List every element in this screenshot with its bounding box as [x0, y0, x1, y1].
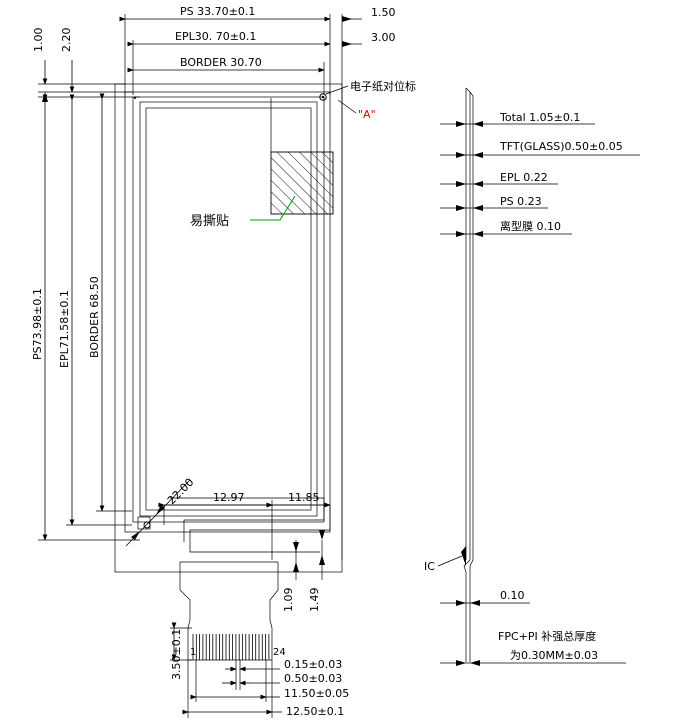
pin-width-label: 0.15±0.03 — [284, 658, 342, 671]
ps-right-margin-label: 1.50 — [371, 6, 396, 19]
side-stiffener-line1: FPC+PI 补强总厚度 — [498, 629, 596, 643]
fpc-width-label: 12.50±0.1 — [286, 705, 344, 718]
pin-pitch-label: 0.50±0.03 — [284, 672, 342, 685]
side-ic-label: IC — [424, 560, 435, 573]
epl-width-label: EPL30. 70±0.1 — [175, 30, 256, 43]
epl-right-margin-label: 3.00 — [371, 31, 396, 44]
detail-a-label: "A" — [358, 108, 376, 121]
border-height-label: BORDER 68.50 — [88, 276, 101, 358]
pin-first-label: 1 — [190, 647, 196, 658]
side-fpc-offset-label: 0.10 — [500, 589, 525, 602]
corner-diagonal-label: 22.00 — [165, 476, 196, 507]
connector-height-label: 3.50±0.1 — [170, 629, 183, 680]
side-stiffener-line2: 为0.30MM±0.03 — [510, 649, 598, 662]
ps-height-label: PS73.98±0.1 — [31, 288, 44, 360]
side-release-film-label: 离型膜 0.10 — [500, 219, 561, 233]
fpc-gap-2-label: 1.49 — [308, 588, 321, 613]
callouts: 电子纸对位标 "A" 易撕贴 — [190, 79, 416, 229]
border-width-label: BORDER 30.70 — [180, 56, 262, 69]
easy-tear-label: 易撕贴 — [190, 214, 229, 229]
ps-width-label: PS 33.70±0.1 — [180, 5, 255, 18]
left-dimensions: 1.00 2.20 PS73.98±0.1 EPL71.58±0.1 BORDE… — [31, 28, 140, 541]
left-offset-label: 12.97 — [213, 491, 245, 504]
side-view: Total 1.05±0.1 TFT(GLASS)0.50±0.05 EPL 0… — [424, 87, 640, 666]
bottom-dimensions: 22.00 12.97 11.85 1.09 1.49 — [125, 476, 331, 613]
top-offset-1-label: 1.00 — [32, 28, 45, 53]
side-ps-label: PS 0.23 — [500, 195, 542, 208]
right-offset-label: 11.85 — [288, 491, 320, 504]
connector-pins — [192, 634, 270, 660]
side-epl-label: EPL 0.22 — [500, 171, 548, 184]
epl-height-label: EPL71.58±0.1 — [58, 290, 71, 368]
top-offset-2-label: 2.20 — [60, 28, 73, 53]
alignment-mark-label: 电子纸对位标 — [350, 79, 416, 93]
side-total-label: Total 1.05±0.1 — [499, 111, 580, 124]
fpc-tail: 1 24 3.50±0.1 0.15±0.03 0.50±0.03 11.50±… — [170, 561, 349, 718]
fpc-gap-1-label: 1.09 — [282, 588, 295, 613]
side-tft-label: TFT(GLASS)0.50±0.05 — [499, 140, 623, 153]
pin-last-label: 24 — [273, 647, 286, 658]
top-dimensions: PS 33.70±0.1 1.50 EPL30. 70±0.1 3.00 BOR… — [119, 5, 396, 560]
pin-span-label: 11.50±0.05 — [284, 687, 349, 700]
front-view-panel — [114, 83, 343, 573]
